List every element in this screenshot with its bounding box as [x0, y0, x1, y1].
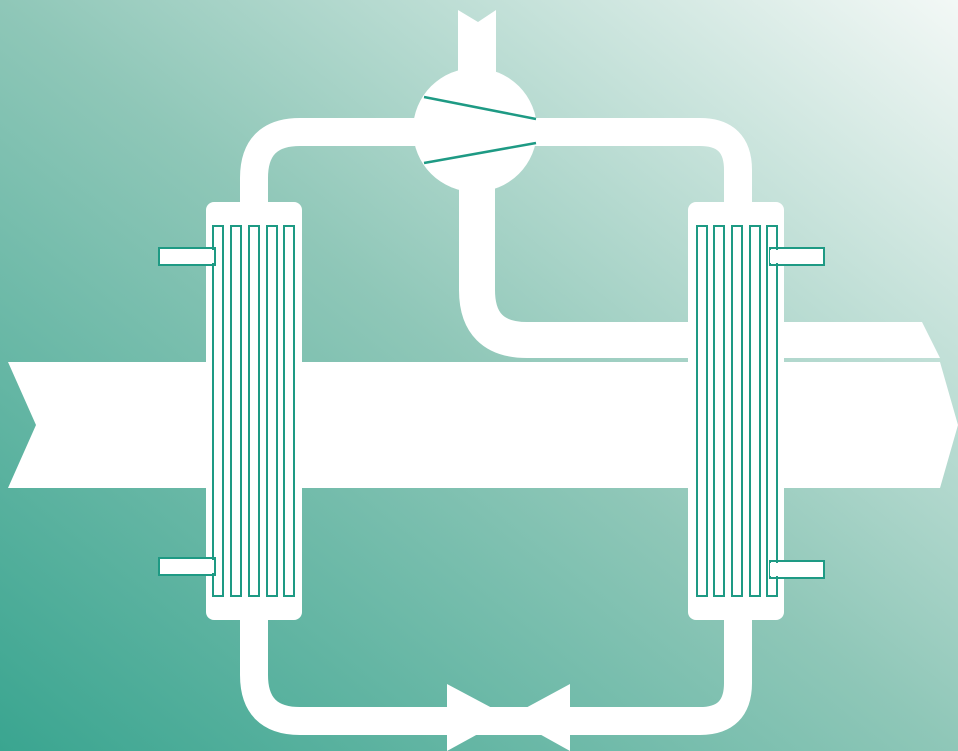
hx-right-connector-joint-top [770, 250, 784, 263]
hx-right-tube [713, 225, 725, 597]
hx-left-tube [212, 225, 224, 597]
inlet-pipe-top [458, 10, 496, 80]
compressor [413, 68, 537, 192]
hx-right-connector-joint-bottom [770, 563, 784, 576]
hx-right-tube [766, 225, 778, 597]
compressor-line-lower [423, 141, 537, 165]
hx-left-body [206, 202, 302, 620]
hx-left-connector-joint-top [200, 250, 214, 263]
expansion-valve [447, 684, 570, 751]
compressor-outlet-pipe [459, 180, 700, 358]
hx-right-tube [731, 225, 743, 597]
hx-right-tube [749, 225, 761, 597]
hx-left-tube [248, 225, 260, 597]
hx-left-tube [266, 225, 278, 597]
hx-right-tube [696, 225, 708, 597]
valve-left-triangle [447, 684, 509, 751]
hx-left-tube [230, 225, 242, 597]
refrigerant-loop [240, 118, 752, 735]
heat-exchanger-right [688, 202, 825, 620]
valve-right-triangle [509, 684, 570, 751]
compressor-line-upper [423, 95, 537, 121]
hx-left-tube [283, 225, 295, 597]
heat-exchanger-left [158, 202, 302, 620]
hx-left-connector-joint-bottom [200, 560, 214, 573]
hx-left-tubes [212, 225, 295, 597]
main-flow-arrow [8, 362, 958, 488]
hx-right-tubes [696, 225, 778, 597]
compressor-body [413, 68, 537, 192]
